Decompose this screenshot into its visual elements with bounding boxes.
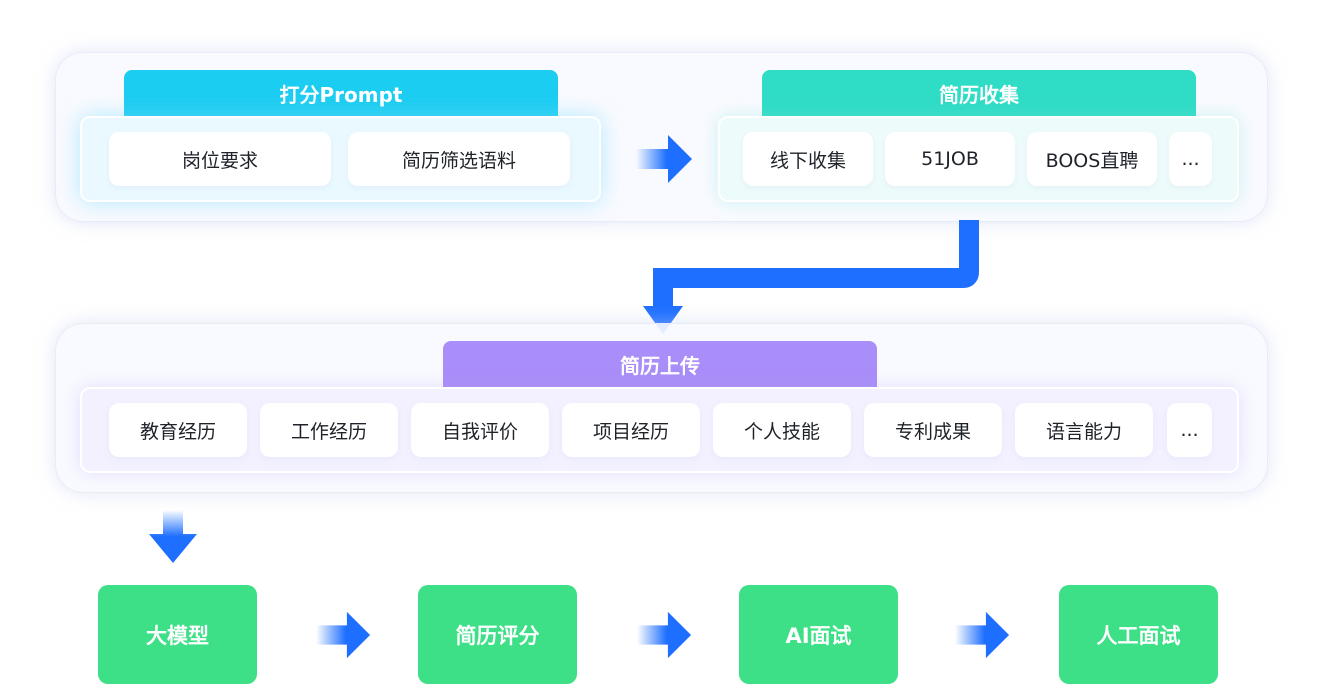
elbow-arrow-down-icon <box>643 220 979 334</box>
arrow-right-icon <box>316 611 371 659</box>
chip-resume-screening-corpus: 简历筛选语料 <box>348 132 570 186</box>
stage-large-model: 大模型 <box>98 585 257 684</box>
stage-ai-interview: AI面试 <box>739 585 898 684</box>
chip-boss-zhipin: BOOS直聘 <box>1027 132 1157 186</box>
chip-work-experience: 工作经历 <box>260 403 398 457</box>
resume-upload-title: 简历上传 <box>443 341 877 387</box>
chip-project-experience: 项目经历 <box>562 403 700 457</box>
arrow-right-icon <box>636 135 692 183</box>
chip-education: 教育经历 <box>109 403 247 457</box>
chip-more-fields: ... <box>1167 403 1212 457</box>
chip-51job: 51JOB <box>885 132 1015 186</box>
chip-language-skills: 语言能力 <box>1015 403 1153 457</box>
chip-offline-collection: 线下收集 <box>743 132 873 186</box>
resume-collection-title: 简历收集 <box>762 70 1196 116</box>
chip-job-requirements: 岗位要求 <box>109 132 331 186</box>
chip-self-evaluation: 自我评价 <box>411 403 549 457</box>
stage-resume-scoring: 简历评分 <box>418 585 577 684</box>
arrow-right-icon <box>637 611 692 659</box>
chip-more-sources: ... <box>1169 132 1212 186</box>
chip-patents: 专利成果 <box>864 403 1002 457</box>
stage-human-interview: 人工面试 <box>1059 585 1218 684</box>
scoring-prompt-title: 打分Prompt <box>124 70 558 116</box>
arrow-down-icon <box>149 510 197 563</box>
arrow-right-icon <box>955 611 1010 659</box>
chip-personal-skills: 个人技能 <box>713 403 851 457</box>
